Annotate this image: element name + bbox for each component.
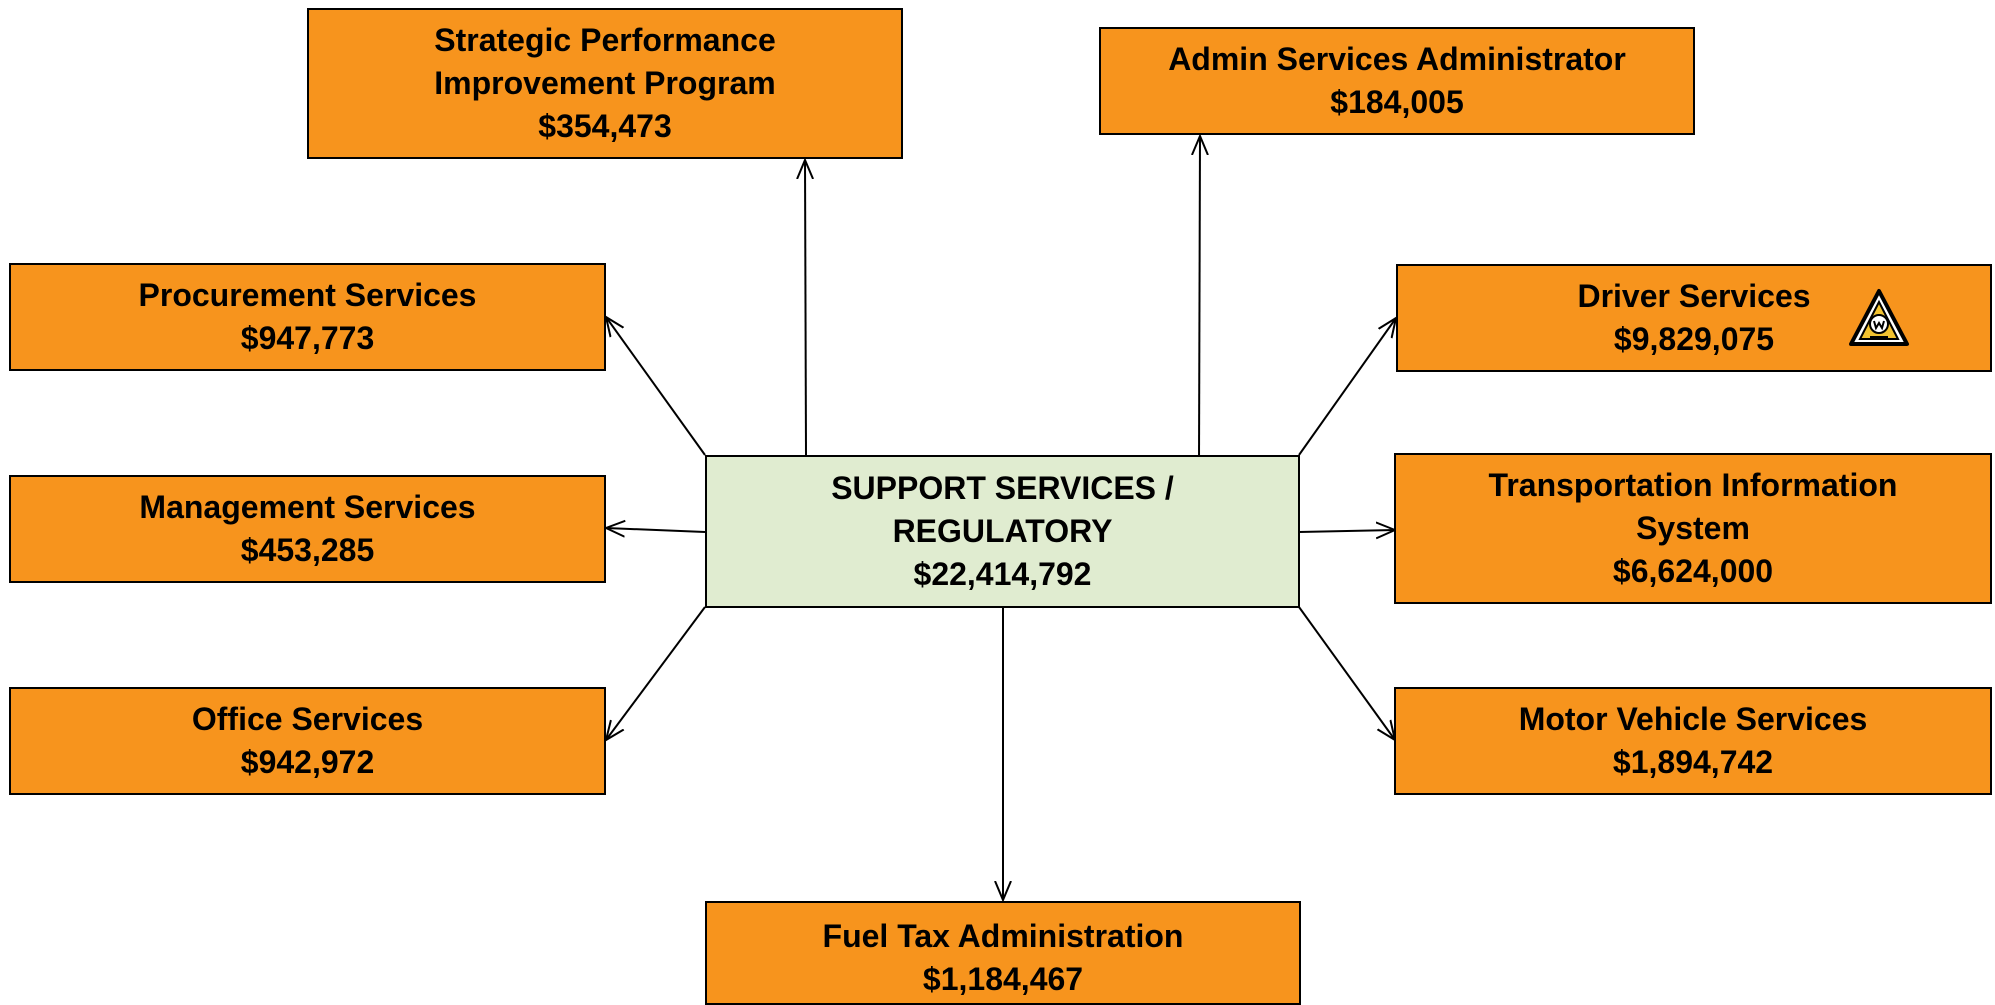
fuel-tax-administration-node: Fuel Tax Administration $1,184,467 [705,901,1301,1005]
node-amount: $947,773 [240,320,375,356]
node-amount: $942,972 [240,744,375,780]
node-title: Procurement Services [138,277,477,313]
arrow-to-driver [1298,318,1396,456]
node-amount: $22,414,792 [913,556,1092,592]
node-title: SUPPORT SERVICES / REGULATORY [831,470,1174,549]
strategic-performance-node: Strategic Performance Improvement Progra… [307,8,903,159]
node-amount: $9,829,075 [1613,321,1775,357]
node-title: Driver Services [1577,278,1811,314]
node-title: Strategic Performance Improvement Progra… [434,22,776,101]
driver-services-node: Driver Services $9,829,075 [1396,264,1992,372]
node-amount: $6,624,000 [1612,553,1774,589]
node-amount: $1,184,467 [922,961,1084,997]
arrow-to-procurement [606,317,706,456]
admin-services-node: Admin Services Administrator $184,005 [1099,27,1695,135]
arrow-to-admin [1199,136,1200,461]
arrow-to-motor [1298,606,1395,740]
arrow-to-office [606,606,706,740]
arrow-to-strategic [805,160,806,456]
node-title: Admin Services Administrator [1168,41,1626,77]
node-title: Office Services [191,701,424,737]
node-title: Management Services [139,489,476,525]
node-amount: $184,005 [1330,84,1464,120]
arrow-to-transportation [1298,530,1395,532]
node-title: Fuel Tax Administration [822,918,1184,954]
node-title: Motor Vehicle Services [1518,701,1868,737]
arrow-to-management [606,528,706,532]
node-title: Transportation Information System [1488,467,1898,546]
transportation-information-system-node: Transportation Information System $6,624… [1394,453,1992,604]
node-amount: $1,894,742 [1612,744,1774,780]
office-services-node: Office Services $942,972 [9,687,606,795]
support-services-center-node: SUPPORT SERVICES / REGULATORY $22,414,79… [705,455,1300,608]
node-amount: $453,285 [240,532,375,568]
wydot-logo-icon [1849,289,1909,346]
procurement-services-node: Procurement Services $947,773 [9,263,606,371]
management-services-node: Management Services $453,285 [9,475,606,583]
node-amount: $354,473 [538,108,672,144]
motor-vehicle-services-node: Motor Vehicle Services $1,894,742 [1394,687,1992,795]
